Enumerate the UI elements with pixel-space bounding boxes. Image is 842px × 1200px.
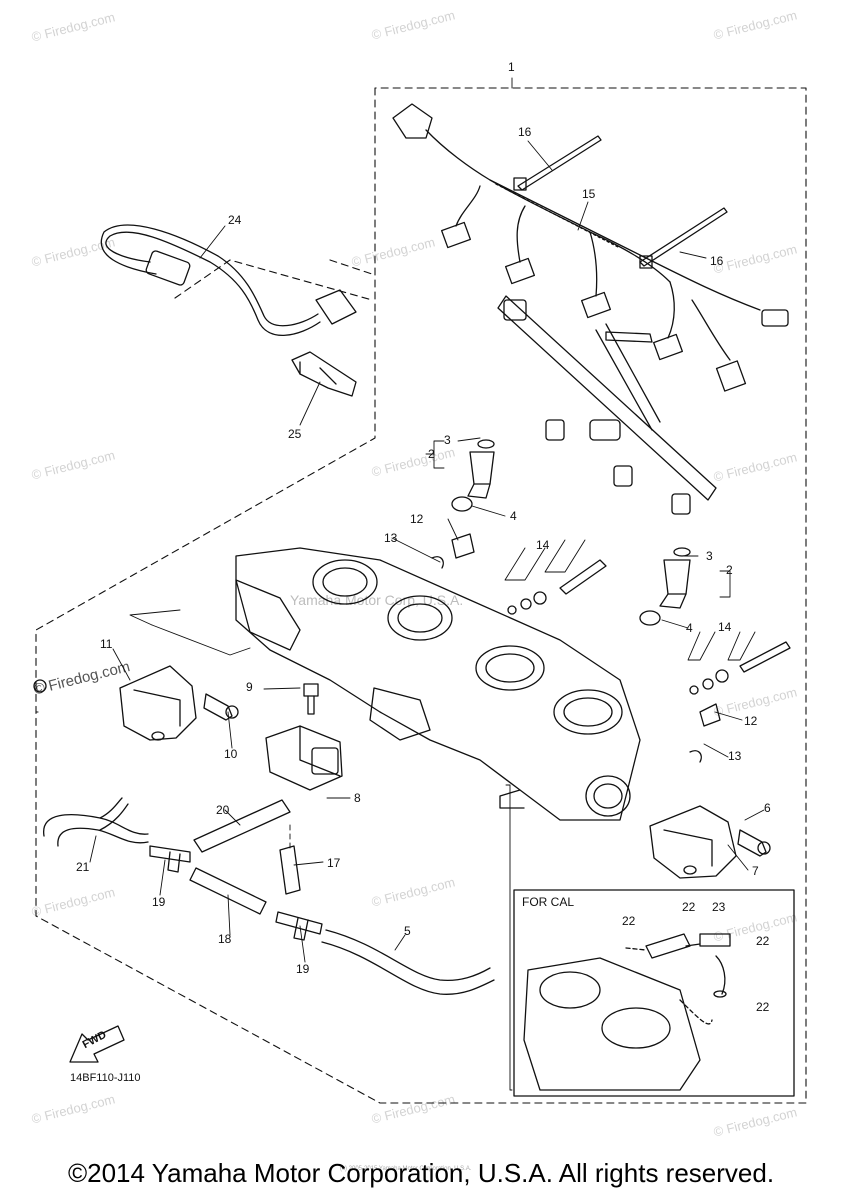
callout-13: 13 bbox=[384, 531, 398, 545]
callout-12-b: 12 bbox=[744, 714, 758, 728]
callout-16: 16 bbox=[518, 125, 532, 139]
callout-10: 10 bbox=[224, 747, 238, 761]
sensor-11 bbox=[119, 665, 197, 741]
injector-2-left bbox=[451, 439, 495, 512]
callout-19-b: 19 bbox=[296, 962, 310, 976]
copyright-small: (c) 2005-2015 Yamaha Motor Corporation, … bbox=[340, 1166, 472, 1172]
callout-2: 2 bbox=[428, 447, 435, 461]
cap-12 bbox=[451, 533, 721, 727]
callout-14-b: 14 bbox=[718, 620, 732, 634]
callout-2-b: 2 bbox=[726, 563, 733, 577]
hose-18 bbox=[189, 867, 267, 915]
callout-3-b: 3 bbox=[706, 549, 713, 563]
hose-20 bbox=[193, 799, 291, 853]
callout-25: 25 bbox=[288, 427, 302, 441]
pressure-sensor-8 bbox=[265, 725, 343, 791]
callout-9: 9 bbox=[246, 680, 253, 694]
callout-13-b: 13 bbox=[728, 749, 742, 763]
callout-8: 8 bbox=[354, 791, 361, 805]
hose-5 bbox=[321, 929, 495, 995]
fuel-hose-24 bbox=[100, 224, 357, 336]
bracket-25 bbox=[291, 351, 357, 397]
hose-17 bbox=[279, 845, 301, 895]
assembly-boundary bbox=[35, 87, 807, 1104]
wire-harness bbox=[392, 103, 789, 392]
inset-box bbox=[513, 889, 795, 1097]
hose-21 bbox=[43, 797, 149, 847]
callout-11: 11 bbox=[100, 637, 113, 651]
callout-16-b: 16 bbox=[710, 254, 724, 268]
callout-6: 6 bbox=[764, 801, 771, 815]
callout-17: 17 bbox=[327, 856, 341, 870]
leader-lines bbox=[89, 77, 765, 1091]
callout-22: 22 bbox=[622, 914, 636, 928]
injector-2-right bbox=[639, 547, 691, 626]
callout-7: 7 bbox=[752, 864, 759, 878]
callout-18: 18 bbox=[218, 932, 232, 946]
copyright-circle-icon bbox=[33, 679, 47, 693]
throttle-body bbox=[235, 547, 641, 821]
bolt-10 bbox=[203, 693, 239, 721]
callout-15: 15 bbox=[582, 187, 596, 201]
callout-19: 19 bbox=[152, 895, 166, 909]
screw-14 bbox=[507, 559, 791, 695]
callout-23: 23 bbox=[712, 900, 726, 914]
sensor-7 bbox=[649, 805, 737, 879]
inset-title: FOR CAL bbox=[522, 895, 575, 909]
fuel-rail bbox=[497, 295, 717, 515]
joint-19 bbox=[149, 845, 323, 941]
callout-22-c: 22 bbox=[756, 934, 770, 948]
callout-12: 12 bbox=[410, 512, 424, 526]
clip-13 bbox=[431, 556, 702, 763]
callout-4-b: 4 bbox=[686, 621, 693, 635]
callout-4: 4 bbox=[510, 509, 517, 523]
callout-22-d: 22 bbox=[756, 1000, 770, 1014]
bolt-9 bbox=[303, 683, 319, 715]
fwd-arrow-icon bbox=[69, 1025, 125, 1063]
callout-20: 20 bbox=[216, 803, 230, 817]
callout-22-b: 22 bbox=[682, 900, 696, 914]
callout-24: 24 bbox=[228, 213, 242, 227]
callout-21: 21 bbox=[76, 860, 90, 874]
callout-1: 1 bbox=[508, 60, 515, 74]
callout-14: 14 bbox=[536, 538, 550, 552]
diagram-code: 14BF110-J110 bbox=[70, 1072, 141, 1084]
callout-3: 3 bbox=[444, 433, 451, 447]
footer-copyright: ©2014 Yamaha Motor Corporation, U.S.A. A… bbox=[67, 1158, 775, 1188]
callout-5: 5 bbox=[404, 924, 411, 938]
bolt-6 bbox=[737, 829, 771, 857]
